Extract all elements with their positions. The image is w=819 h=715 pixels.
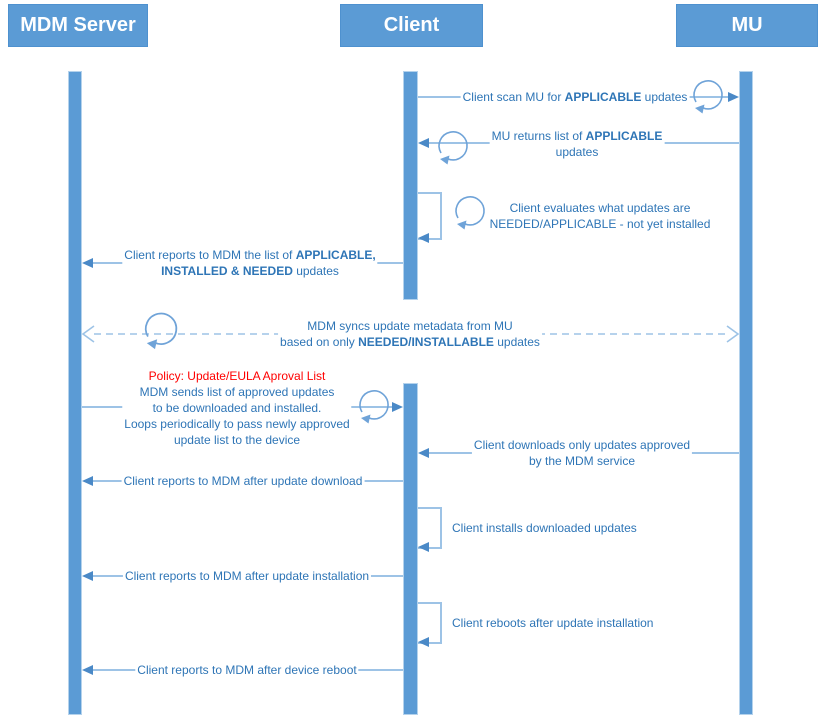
message-downloads-label: Client downloads only updates approved b…: [471, 437, 693, 469]
arrowhead-left-icon: [82, 571, 93, 581]
policy-title: Policy: Update/EULA Aproval List: [148, 369, 326, 383]
label-line: NEEDED/APPLICABLE - not yet installed: [489, 217, 711, 231]
label-line: INSTALLED & NEEDED updates: [124, 263, 375, 279]
label-text-bold: NEEDED/INSTALLABLE: [358, 335, 494, 349]
arrowhead-left-icon: [418, 448, 429, 458]
message-reboots-label: Client reboots after update installation: [452, 616, 654, 630]
lifeline-mu: [739, 71, 753, 715]
self-message-reboots: [418, 602, 442, 644]
label-line: to be downloaded and installed.: [152, 401, 322, 415]
arrowhead-left-icon: [418, 233, 429, 243]
message-report-download-label: Client reports to MDM after update downl…: [121, 473, 365, 489]
label-text: Client scan MU for: [462, 90, 565, 104]
label-text: MU returns list of: [491, 129, 586, 143]
label-line: Client reports to MDM the list of APPLIC…: [124, 247, 375, 263]
label-text: updates: [641, 90, 688, 104]
arrowhead-right-icon: [392, 402, 403, 412]
label-line: Client evaluates what updates are: [509, 201, 691, 215]
label-line: MDM syncs update metadata from MU: [307, 319, 513, 333]
label-text-bold: INSTALLED & NEEDED: [161, 264, 293, 278]
label-text-bold: APPLICABLE: [585, 129, 663, 143]
arrowhead-right-icon: [728, 92, 739, 102]
arrowhead-left-icon: [82, 258, 93, 268]
actor-client: Client: [340, 4, 483, 47]
loop-icon: [438, 131, 468, 165]
lifeline-client-lower: [403, 383, 418, 715]
message-policy-label: Policy: Update/EULA Aproval List MDM sen…: [122, 368, 352, 448]
arrowhead-left-icon: [82, 476, 93, 486]
loop-icon: [359, 390, 389, 424]
message-sync-label: MDM syncs update metadata from MU based …: [278, 318, 542, 350]
label-line: Loops periodically to pass newly approve…: [124, 417, 350, 431]
message-report-install-label: Client reports to MDM after update insta…: [122, 568, 372, 584]
message-installs-label: Client installs downloaded updates: [452, 521, 637, 535]
message-scan-label: Client scan MU for APPLICABLE updates: [460, 89, 690, 105]
label-line: by the MDM service: [528, 454, 636, 468]
label-text-bold: APPLICABLE,: [295, 248, 376, 262]
lifeline-client-upper: [403, 71, 418, 300]
label-line: MDM sends list of approved updates: [139, 385, 335, 399]
loop-icon: [144, 312, 178, 350]
label-line: Client downloads only updates approved: [473, 438, 691, 452]
label-text: based on only: [280, 335, 359, 349]
message-reports-list-label: Client reports to MDM the list of APPLIC…: [122, 247, 378, 279]
message-returns-label: MU returns list of APPLICABLE updates: [489, 128, 665, 160]
label-line: based on only NEEDED/INSTALLABLE updates: [280, 334, 540, 350]
actor-mu: MU: [676, 4, 818, 47]
label-text: Client reports to MDM the list of: [124, 248, 296, 262]
actor-mdm-server: MDM Server: [8, 4, 148, 47]
label-text-bold: APPLICABLE: [564, 90, 642, 104]
message-report-reboot-label: Client reports to MDM after device reboo…: [135, 662, 359, 678]
label-text: updates: [493, 335, 540, 349]
self-message-evaluates: [418, 192, 442, 240]
arrowhead-left-icon: [418, 542, 429, 552]
arrowhead-left-icon: [418, 637, 429, 647]
self-message-installs: [418, 507, 442, 549]
loop-icon: [693, 80, 723, 114]
lifeline-mdm: [68, 71, 82, 715]
label-line: MU returns list of APPLICABLE: [492, 128, 663, 144]
message-evaluates-label: Client evaluates what updates are NEEDED…: [488, 200, 713, 232]
label-text: updates: [292, 264, 339, 278]
label-line: updates: [555, 145, 599, 159]
loop-icon: [455, 196, 485, 230]
arrowhead-left-icon: [418, 138, 429, 148]
label-line: update list to the device: [173, 433, 301, 447]
arrowhead-left-icon: [82, 665, 93, 675]
